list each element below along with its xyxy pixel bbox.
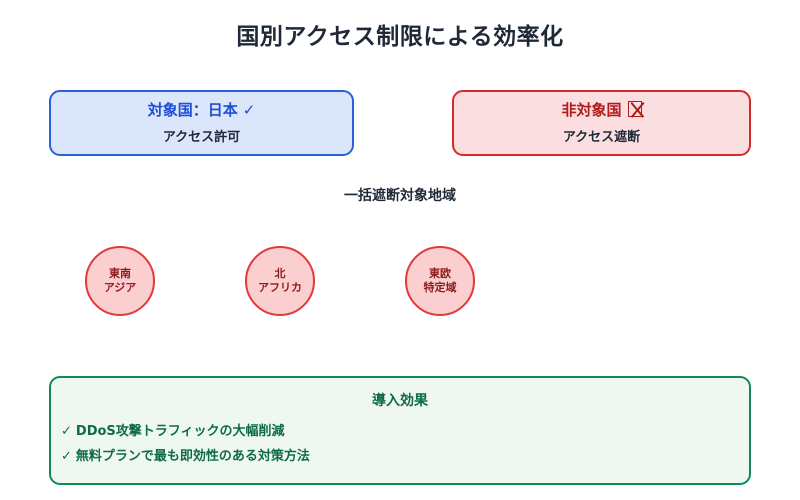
benefit-item-text: 無料プランで最も即効性のある対策方法 xyxy=(75,449,310,465)
region-circle-north-africa: 北 アフリカ xyxy=(245,246,315,316)
benefits-list: ✓DDoS攻撃トラフィックの大幅削減 ✓無料プランで最も即効性のある対策方法 xyxy=(51,424,749,466)
allowed-country-box: 対象国：日本✓ アクセス許可 xyxy=(49,90,354,156)
region-label-line2: アジア xyxy=(103,281,137,294)
region-circle-eastern-europe: 東欧 特定域 xyxy=(405,246,475,316)
region-label-line2: 特定域 xyxy=(423,281,457,294)
benefit-item-text: DDoS攻撃トラフィックの大幅削減 xyxy=(75,424,285,439)
allowed-country-subtitle: アクセス許可 xyxy=(162,129,241,145)
region-label-line2: アフリカ xyxy=(258,281,302,294)
check-mark-icon: ✓ xyxy=(242,100,256,119)
blocked-country-heading-text: 非対象国 xyxy=(561,100,622,119)
benefits-title: 導入効果 xyxy=(372,393,428,409)
region-circle-southeast-asia: 東南 アジア xyxy=(85,246,155,316)
crossed-box-icon xyxy=(627,100,642,117)
region-label-line1: 北 xyxy=(274,266,286,280)
allowed-country-heading: 対象国：日本✓ xyxy=(148,101,256,119)
blocked-country-heading: 非対象国 xyxy=(561,100,642,119)
blocked-regions-section-label: 一括遮断対象地域 xyxy=(344,188,456,204)
benefits-box: 導入効果 ✓DDoS攻撃トラフィックの大幅削減 ✓無料プランで最も即効性のある対… xyxy=(49,376,751,485)
allowed-country-heading-text: 対象国：日本 xyxy=(147,100,238,119)
page-title: 国別アクセス制限による効率化 xyxy=(236,24,564,50)
region-label-line1: 東欧 xyxy=(429,266,451,280)
region-label-line1: 東南 xyxy=(109,266,131,280)
check-mark-icon: ✓ xyxy=(61,424,72,439)
benefit-item: ✓DDoS攻撃トラフィックの大幅削減 xyxy=(61,424,749,440)
check-mark-icon: ✓ xyxy=(61,449,72,465)
blocked-country-box: 非対象国 アクセス遮断 xyxy=(452,90,751,156)
blocked-country-subtitle: アクセス遮断 xyxy=(562,129,641,145)
benefit-item: ✓無料プランで最も即効性のある対策方法 xyxy=(61,449,749,465)
